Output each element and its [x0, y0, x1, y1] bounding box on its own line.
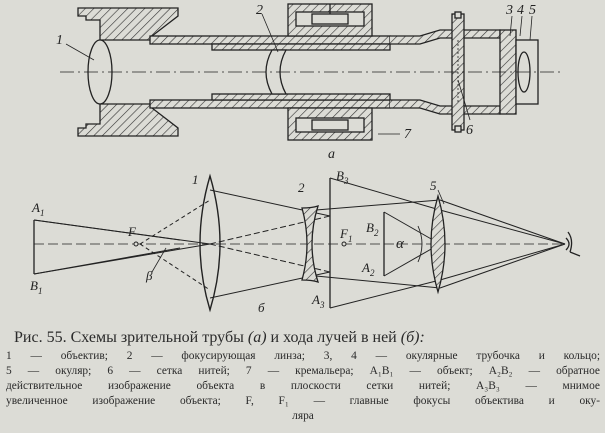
- ray-labels: A1 B1 F β 1 2 5 B3 B2 F1 α A2 A3 б: [30, 168, 437, 315]
- caption-line-3: действительное изображение объекта в пло…: [6, 380, 600, 392]
- label-ray-2: 2: [298, 180, 305, 195]
- label-ray-1: 1: [192, 172, 199, 187]
- focusing-lens-ray: [301, 204, 320, 284]
- label-A3: A3: [311, 292, 325, 310]
- label-b: б: [258, 300, 265, 315]
- caption-title: Рис. 55. Схемы зрительной трубы (а) и хо…: [6, 328, 600, 347]
- label-B2: B2: [366, 220, 379, 238]
- main-tube-bottom: [149, 99, 391, 109]
- label-1: 1: [56, 33, 63, 48]
- objective-tube-top: [77, 7, 179, 41]
- caption-line-4: увеличенное изображение объекта; F, F₁ —…: [6, 395, 600, 407]
- label-B1: B1: [30, 278, 42, 296]
- optical-diagram: 1 2 3 4 5 6 7 a: [30, 3, 581, 315]
- label-5: 5: [529, 3, 536, 18]
- label-B3: B3: [336, 168, 349, 186]
- caption-line-2: 5 — окуляр; 6 — сетка нитей; 7 — кремаль…: [6, 365, 600, 377]
- caption-title-prefix: Рис. 55. Схемы зрительной трубы: [14, 329, 248, 346]
- label-F1: F1: [339, 226, 352, 244]
- label-7: 7: [404, 127, 412, 142]
- label-a: a: [328, 147, 335, 162]
- label-A1: A1: [31, 200, 44, 218]
- caption-title-b: (б):: [400, 329, 425, 346]
- caption-line-5: ляра: [292, 410, 314, 422]
- ray-diagram: [33, 173, 581, 313]
- caption-title-middle: и хода лучей в ней: [266, 329, 401, 346]
- label-beta: β: [145, 268, 153, 283]
- objective-tube-bottom: [77, 103, 179, 137]
- figure: 1 2 3 4 5 6 7 a: [30, 3, 581, 315]
- main-tube-top: [149, 35, 391, 45]
- label-2: 2: [256, 3, 263, 18]
- telescope-labels: 1 2 3 4 5 6 7 a: [56, 3, 536, 162]
- label-3: 3: [505, 3, 513, 18]
- label-6: 6: [466, 123, 473, 138]
- objective-lens-ray: [199, 173, 221, 313]
- label-ray-5: 5: [430, 178, 437, 193]
- inner-tube-bottom: [211, 93, 391, 101]
- label-alpha: α: [396, 236, 405, 252]
- eyepiece-lens-ray: [430, 193, 446, 295]
- telescope-section: [60, 3, 560, 141]
- figure-caption: Рис. 55. Схемы зрительной трубы (а) и хо…: [6, 328, 600, 424]
- eyepiece-tube-bottom: [390, 99, 501, 115]
- eyepiece-tube-top: [390, 29, 501, 45]
- label-4: 4: [517, 3, 524, 18]
- caption-line-1: 1 — объектив; 2 — фокусирующая линза; 3,…: [6, 350, 600, 362]
- inner-tube-top: [211, 43, 391, 51]
- caption-title-a: (а): [247, 329, 267, 346]
- eye-icon: [565, 231, 581, 257]
- label-F: F: [127, 224, 137, 239]
- label-A2: A2: [361, 260, 375, 278]
